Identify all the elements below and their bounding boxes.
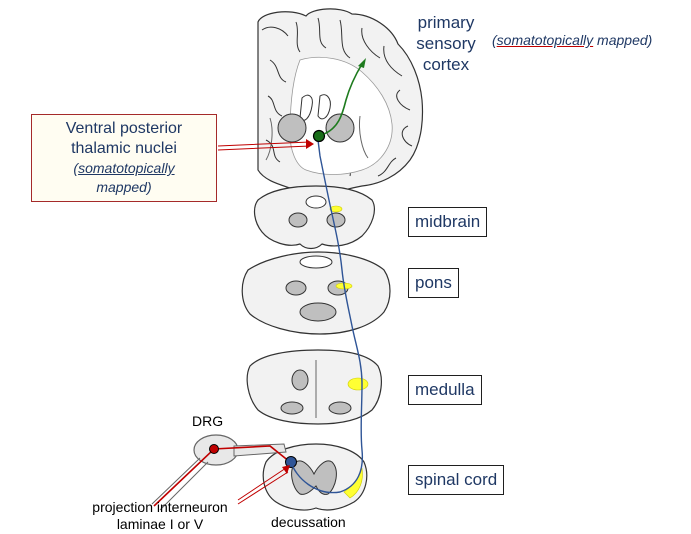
midbrain-aqueduct	[305, 195, 327, 209]
cortex-label: primary sensory cortex	[410, 12, 482, 75]
spinothalamic-tract	[290, 139, 364, 494]
midbrain-section	[253, 185, 375, 250]
spinal-grey-matter	[291, 460, 337, 495]
cortex-label-line-3: cortex	[422, 55, 470, 74]
projection-leader	[237, 467, 289, 505]
vpn-sub-open: (	[73, 160, 79, 176]
vpn-title-1: Ventral posterior	[65, 120, 183, 137]
somato-note-underlined: somatotopically	[496, 32, 594, 48]
midbrain-label: midbrain	[408, 207, 488, 237]
medulla-nucleus	[291, 369, 309, 391]
medulla-olive-left	[280, 401, 304, 415]
midbrain-nucleus-right	[326, 212, 346, 228]
vpn-arrow-icon	[306, 139, 314, 149]
thalamus-right	[325, 113, 355, 143]
medulla-label: medulla	[408, 375, 482, 405]
cortex-gyri	[261, 17, 413, 177]
pons-section	[241, 251, 391, 335]
decussation-label: decussation	[271, 514, 346, 530]
midbrain-outline	[253, 185, 375, 250]
vpn-sub-underlined: somatotopically	[78, 160, 175, 176]
spinal-cord-label: spinal cord	[408, 465, 505, 495]
drg-cell-body	[209, 444, 219, 454]
ventricle	[299, 94, 331, 121]
projection-arrow-icon	[282, 465, 290, 474]
somato-note-suffix: mapped)	[593, 32, 653, 48]
midbrain-nucleus-left	[288, 212, 308, 228]
thalamic-neuron	[312, 129, 326, 143]
pons-outline	[241, 251, 391, 335]
drg-peripheral	[151, 457, 209, 511]
medulla-highlight	[347, 377, 369, 391]
projection-label-2: laminae I or V	[116, 516, 204, 532]
projection-label: projection interneuron laminae I or V	[80, 499, 240, 533]
medulla-section	[246, 349, 382, 425]
vpn-leader	[217, 141, 311, 151]
coronal-brain-section	[257, 8, 424, 194]
vpn-title-2: thalamic nuclei	[71, 140, 177, 157]
vpn-sub-2: mapped)	[96, 179, 152, 195]
somatotopic-note: (somatotopically mapped)	[492, 30, 652, 51]
pons-basilar	[299, 302, 337, 322]
cortex-arrow-icon	[358, 58, 366, 68]
cortex-label-line-2: sensory	[416, 34, 476, 53]
medulla-olive-right	[328, 401, 352, 415]
cortex-label-line-1: primary	[417, 13, 475, 32]
somato-note-prefix: (	[492, 32, 497, 48]
basal-ganglia	[265, 115, 369, 161]
midbrain-highlight	[329, 205, 343, 213]
pons-nucleus-left	[285, 280, 307, 296]
projection-label-1: projection interneuron	[92, 499, 228, 515]
thalamocortical-axon	[323, 63, 363, 135]
drg-label: DRG	[192, 413, 224, 429]
dorsal-root-axon	[153, 445, 291, 507]
pons-ventricle	[299, 255, 333, 269]
pons-label: pons	[408, 268, 459, 298]
thalamus-left	[277, 113, 307, 143]
vpn-sub-1: (somatotopically	[32, 159, 216, 178]
vpn-callout: Ventral posterior thalamic nuclei (somat…	[31, 114, 217, 202]
